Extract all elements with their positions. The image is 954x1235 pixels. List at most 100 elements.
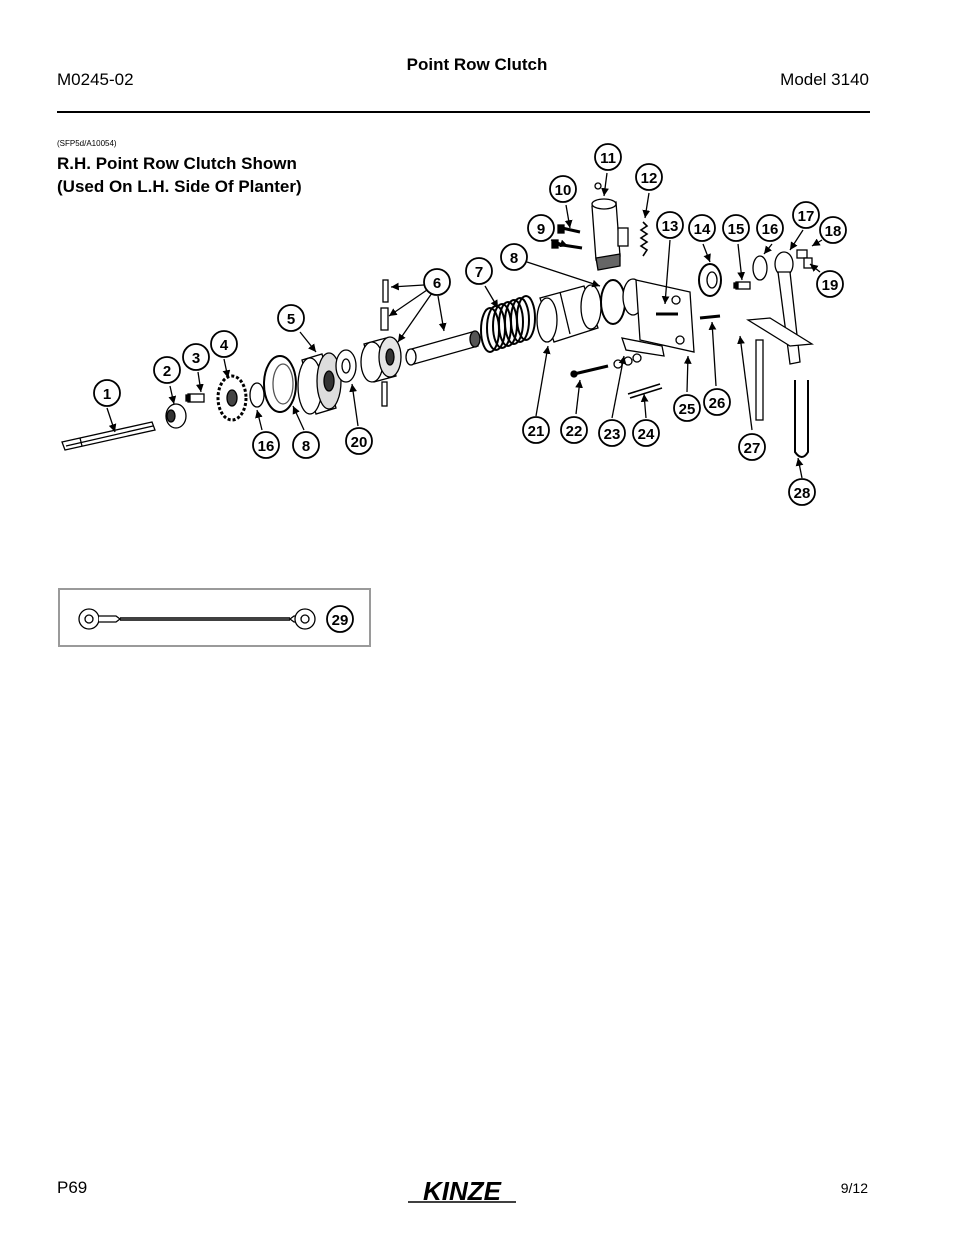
header-divider: [57, 111, 870, 113]
inset-frame: [58, 588, 371, 647]
page-number: P69: [57, 1178, 88, 1197]
callout-label: 3: [192, 350, 200, 367]
callout-13: 13: [656, 211, 684, 239]
callout-label: 4: [220, 337, 229, 354]
callout-21: 21: [522, 416, 550, 444]
callout-17: 17: [792, 201, 820, 229]
callout-9: 9: [527, 214, 555, 242]
figure-source-code: (SFP5d/A10054): [57, 139, 117, 148]
latch-parts: [774, 249, 813, 277]
mounting-bracket-part: [635, 279, 695, 353]
callout-label: 13: [662, 218, 679, 235]
part-drawings: [61, 182, 814, 458]
sprocket-part: [216, 374, 248, 422]
date-code: 9/12: [840, 1180, 868, 1196]
figure-caption-line1: R.H. Point Row Clutch Shown: [57, 154, 297, 173]
callout-11: 11: [594, 143, 622, 171]
callout-markers: 1 2 3 4 5 6 7 8 9 10 11 12 13 14 15 16 1…: [93, 143, 847, 506]
callout-label: 16: [762, 221, 779, 238]
page-title: Point Row Clutch: [406, 55, 548, 74]
figure-caption-line2: (Used On L.H. Side Of Planter): [57, 177, 302, 196]
pinned-collar-part: [360, 279, 402, 407]
washer-part: [335, 349, 357, 383]
callout-label: 7: [475, 264, 483, 281]
callout-6: 6: [423, 268, 451, 296]
callout-label: 8: [302, 438, 310, 455]
callout-14: 14: [688, 214, 716, 242]
callout-2: 2: [153, 356, 181, 384]
bearing-part-left: [263, 355, 297, 413]
set-screw-part: [185, 393, 205, 403]
u-bolt-part: [794, 380, 809, 458]
kinze-logo: KINZE: [408, 1176, 516, 1206]
roll-pin-part: [699, 314, 721, 320]
callout-24: 24: [632, 419, 660, 447]
callout-label: 19: [822, 277, 839, 294]
callout-8-left: 8: [292, 431, 320, 459]
callout-19: 19: [816, 270, 844, 298]
tube-part: [405, 330, 481, 366]
callout-label: 14: [694, 221, 711, 238]
callout-label: 5: [287, 311, 295, 328]
callout-label: 27: [744, 440, 761, 457]
callout-7: 7: [465, 257, 493, 285]
callout-22: 22: [560, 416, 588, 444]
clutch-hub-part: [297, 352, 342, 415]
callout-label: 12: [641, 170, 658, 187]
callout-label: 11: [600, 150, 616, 167]
solenoid-part: [591, 182, 629, 271]
callout-label: 20: [351, 434, 368, 451]
nuts-part: [613, 353, 642, 369]
callout-18: 18: [819, 216, 847, 244]
return-spring-part: [639, 221, 649, 257]
callout-15: 15: [722, 214, 750, 242]
bolt-parts: [551, 224, 583, 250]
callout-16-left: 16: [252, 431, 280, 459]
lever-arm-part: [777, 271, 801, 365]
callout-label: 25: [679, 401, 696, 418]
wrap-spring-part: [480, 295, 536, 353]
callout-label: 2: [163, 363, 171, 380]
snap-ring-part-right: [752, 255, 768, 281]
callout-label: 17: [798, 208, 815, 225]
model-label: Model 3140: [780, 70, 869, 89]
callout-10: 10: [549, 175, 577, 203]
callout-label: 24: [638, 426, 655, 443]
small-bolt-part: [733, 281, 751, 290]
callout-label: 21: [528, 423, 545, 440]
callout-4: 4: [210, 330, 238, 358]
callout-27: 27: [738, 433, 766, 461]
carriage-bolt-part: [570, 364, 609, 378]
bearing-part-right: [600, 278, 644, 325]
callout-label: 26: [709, 395, 726, 412]
snap-ring-part-left: [249, 382, 265, 408]
callout-28: 28: [788, 478, 816, 506]
flange-bearing-part: [698, 263, 722, 297]
clutch-housing-part: [536, 284, 602, 343]
callout-3: 3: [182, 343, 210, 371]
callout-12: 12: [635, 163, 663, 191]
callout-label: 15: [728, 221, 745, 238]
mounting-bar-part: [746, 317, 814, 421]
callout-20: 20: [345, 427, 373, 455]
cotter-pin-part: [627, 383, 663, 399]
callout-label: 1: [103, 386, 111, 403]
callout-label: 23: [604, 426, 621, 443]
callout-23: 23: [598, 419, 626, 447]
leader-lines: [106, 172, 823, 479]
callout-label: 18: [825, 223, 842, 240]
callout-label: 6: [433, 275, 441, 292]
callout-5: 5: [277, 304, 305, 332]
callout-label: 8: [510, 250, 518, 267]
callout-label: 10: [555, 182, 572, 199]
document-number: M0245-02: [57, 70, 134, 89]
callout-25: 25: [673, 394, 701, 422]
callout-label: 28: [794, 485, 811, 502]
clip-part: [621, 337, 665, 357]
logo-text: KINZE: [423, 1176, 502, 1206]
callout-label: 9: [537, 221, 545, 238]
callout-8: 8: [500, 243, 528, 271]
callout-26: 26: [703, 388, 731, 416]
callout-label: 16: [258, 438, 275, 455]
callout-1: 1: [93, 379, 121, 407]
